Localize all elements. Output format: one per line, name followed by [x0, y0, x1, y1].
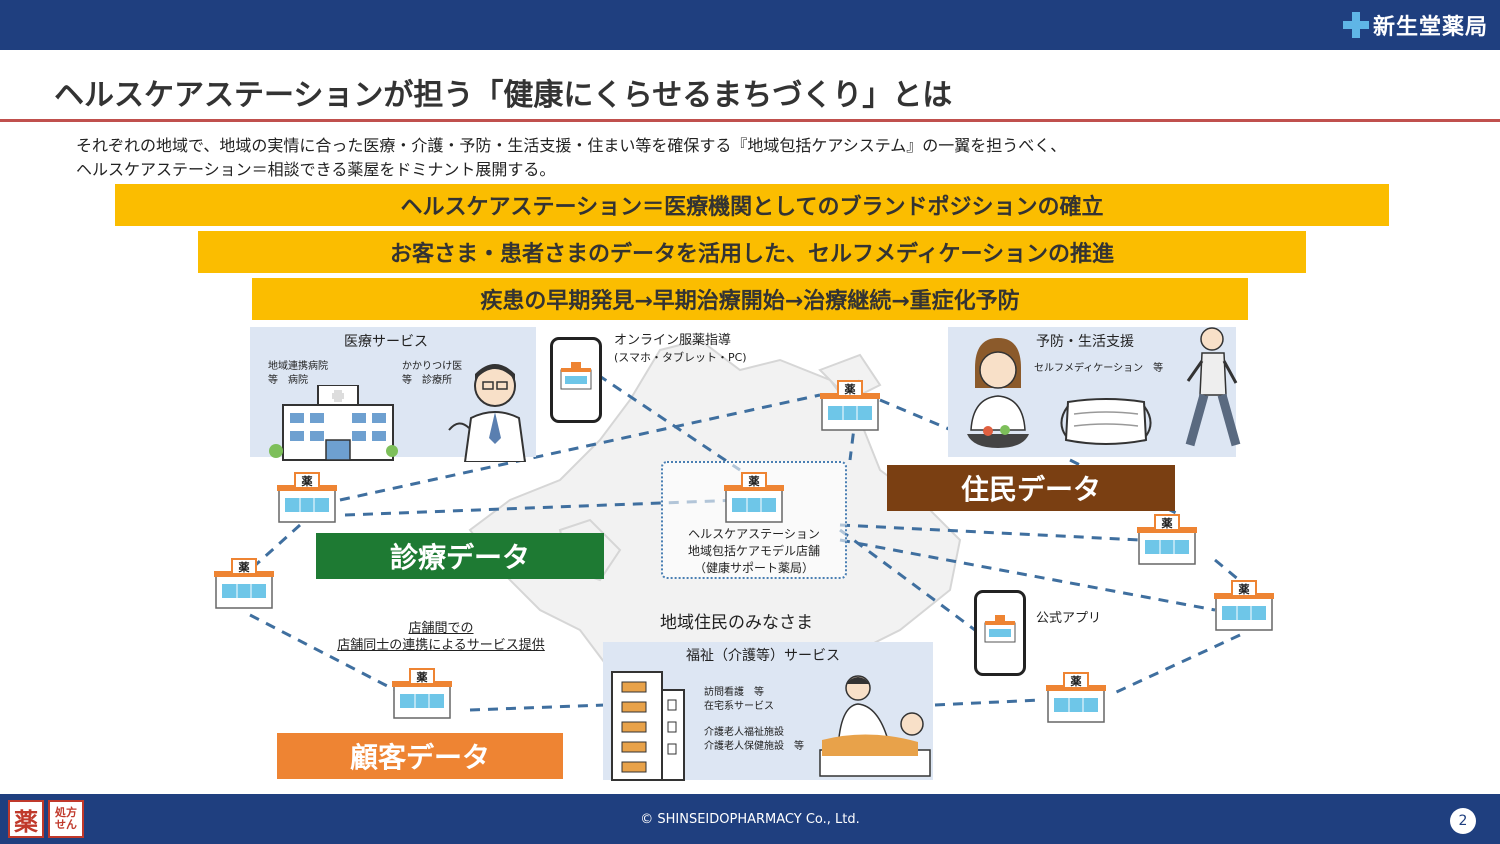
clinic-label: かかりつけ医 等 診療所	[402, 360, 462, 388]
store-sign-text: 薬	[845, 382, 857, 396]
clinic-label-line-2: 等 診療所	[402, 375, 452, 386]
title-rule	[0, 119, 1500, 122]
pharmacy-store-icon: 薬	[1046, 672, 1106, 723]
prevention-note: セルフメディケーション 等	[1034, 363, 1164, 374]
healthcare-station-line-3: （健康サポート薬局）	[693, 561, 814, 575]
top-bar	[0, 0, 1500, 50]
pharmacy-store-icon	[560, 362, 592, 390]
online-guidance-line-1: オンライン服薬指導	[614, 333, 732, 348]
store-sign-text: 薬	[1071, 674, 1083, 688]
prevention-title: 予防・生活支援	[1036, 334, 1134, 350]
page-number: 2	[1450, 808, 1476, 834]
woman-eating-icon	[967, 338, 1029, 448]
resident-data-box: 住民データ	[887, 465, 1175, 511]
cross-icon	[1342, 12, 1369, 38]
pharmacy-store-icon	[984, 615, 1016, 643]
band-self-medication: お客さま・患者さまのデータを活用した、セルフメディケーションの推進	[198, 231, 1306, 273]
pharmacy-store-icon: 薬	[1214, 580, 1274, 631]
store-sign-text: 薬	[417, 670, 429, 684]
band-early-detection: 疾患の早期発見→早期治療開始→治療継続→重症化予防	[252, 278, 1248, 320]
healthcare-station-label: ヘルスケアステーション 地域包括ケアモデル店舗 （健康サポート薬局）	[663, 526, 845, 577]
prescription-badge-line-1: 処方	[55, 806, 77, 819]
intro-text: それぞれの地域で、地域の実情に合った医療・介護・予防・生活支援・住まい等を確保す…	[76, 134, 1066, 182]
nursing-home-line-1: 介護老人福祉施設	[704, 727, 784, 738]
page-title: ヘルスケアステーションが担う「健康にくらせるまちづくり」とは	[54, 78, 953, 113]
nursing-home-line-2: 介護老人保健施設 等	[704, 741, 804, 752]
store-link-line-2: 店舗同士の連携によるサービス提供	[337, 638, 545, 653]
caregiver-icon	[819, 675, 931, 777]
store-sign-text: 薬	[1239, 582, 1251, 596]
store-sign-text: 薬	[749, 474, 761, 488]
store-sign-text: 薬	[1162, 516, 1174, 530]
pharmacy-store-icon: 薬	[392, 668, 452, 719]
face-mask-icon	[1060, 398, 1152, 445]
hospital-label-line-1: 地域連携病院	[268, 361, 328, 372]
care-facility-icon	[611, 671, 685, 781]
medical-data-box: 診療データ	[316, 533, 604, 579]
logo-text: 新生堂薬局	[1372, 15, 1488, 40]
pharmacy-store-icon: 薬	[724, 472, 784, 523]
online-guidance-line-2: (スマホ・タブレット・PC)	[614, 351, 747, 364]
nursing-home-label: 介護老人福祉施設 介護老人保健施設 等	[704, 726, 804, 754]
hospital-icon	[269, 385, 398, 461]
walking-person-icon	[1185, 327, 1241, 447]
prescription-badge-line-2: せん	[55, 818, 77, 831]
hospital-label-line-2: 等 病院	[268, 375, 308, 386]
footer-bar	[0, 794, 1500, 844]
copyright-text: © SHINSEIDOPHARMACY Co., Ltd.	[640, 812, 860, 827]
official-app-phone-icon	[974, 590, 1026, 676]
healthcare-station-line-2: 地域包括ケアモデル店舗	[687, 544, 820, 558]
smartphone-icon	[550, 337, 602, 423]
healthcare-station-line-1: ヘルスケアステーション	[688, 527, 820, 541]
customer-data-box: 顧客データ	[277, 733, 563, 779]
hospital-label: 地域連携病院 等 病院	[268, 360, 328, 388]
welfare-services-title: 福祉（介護等）サービス	[686, 648, 840, 664]
official-app-label: 公式アプリ	[1036, 611, 1102, 626]
store-link-line-1: 店舗間での	[408, 621, 474, 636]
home-care-line-2: 在宅系サービス	[704, 701, 774, 712]
local-residents-label: 地域住民のみなさま	[660, 613, 813, 633]
clinic-label-line-1: かかりつけ医	[402, 361, 463, 372]
doctor-icon	[448, 364, 527, 462]
pharmacy-store-icon: 薬	[1137, 514, 1197, 565]
medical-services-title: 医療サービス	[344, 334, 428, 350]
home-care-line-1: 訪問看護 等	[704, 687, 764, 698]
pharmacy-store-icon: 薬	[214, 558, 274, 609]
home-care-label: 訪問看護 等 在宅系サービス	[704, 686, 774, 714]
band-brand-position: ヘルスケアステーション＝医療機関としてのブランドポジションの確立	[115, 184, 1389, 226]
store-link-label: 店舗間での 店舗同士の連携によるサービス提供	[326, 620, 556, 654]
prescription-badge: 処方 せん	[48, 800, 84, 838]
store-sign-text: 薬	[239, 560, 251, 574]
intro-line-1: それぞれの地域で、地域の実情に合った医療・介護・予防・生活支援・住まい等を確保す…	[76, 136, 1067, 155]
pharmacy-store-icon: 薬	[820, 380, 880, 431]
pharmacy-store-icon: 薬	[277, 472, 337, 523]
company-logo: 新生堂薬局	[1342, 9, 1488, 41]
online-guidance-label: オンライン服薬指導 (スマホ・タブレット・PC)	[614, 332, 747, 366]
intro-line-2: ヘルスケアステーション＝相談できる薬屋をドミナント展開する。	[76, 160, 556, 179]
store-sign-text: 薬	[302, 474, 314, 488]
medicine-badge: 薬	[8, 800, 44, 838]
